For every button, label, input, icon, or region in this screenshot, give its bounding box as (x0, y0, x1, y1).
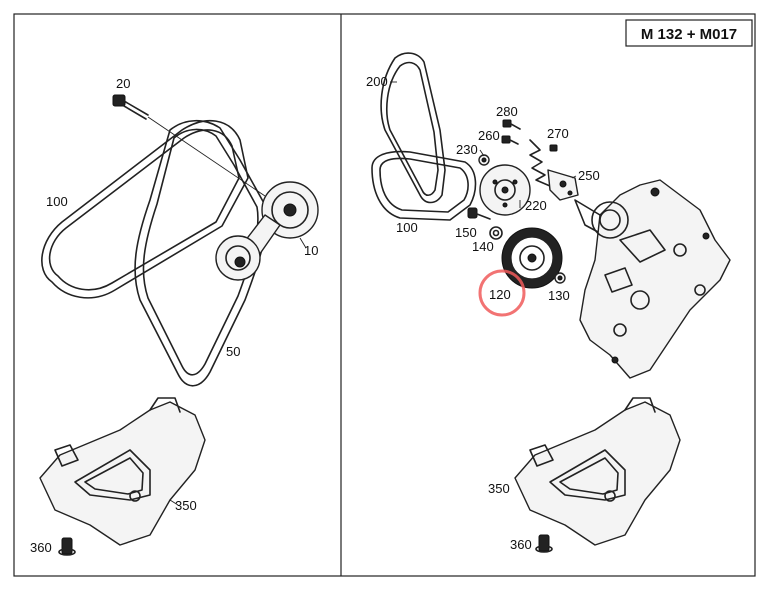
diagram-frame (13, 13, 756, 577)
callout-230: 230 (456, 142, 478, 157)
bolt-260-icon (501, 135, 519, 145)
nut-230-icon (478, 154, 490, 166)
belt-200-icon (380, 52, 446, 204)
callout-100-right: 100 (396, 220, 418, 235)
callout-360-right: 360 (510, 537, 532, 552)
belt-50-icon (134, 119, 268, 387)
model-label: M 132 + M017 (641, 26, 737, 43)
callout-140: 140 (472, 239, 494, 254)
callout-360: 360 (30, 540, 52, 555)
bolt-280-icon (502, 119, 521, 130)
pulley-220-icon (479, 164, 531, 216)
callout-220: 220 (525, 198, 547, 213)
callout-20: 20 (116, 76, 130, 91)
right-assembly: 200 280 260 270 230 250 220 100 150 140 … (366, 52, 731, 553)
callout-260: 260 (478, 128, 500, 143)
highlight-circle-120 (478, 269, 526, 317)
nut-130-icon (554, 272, 566, 284)
callout-130: 130 (548, 288, 570, 303)
bolt-150-icon (467, 207, 491, 220)
bolt-20-icon (112, 94, 149, 120)
spring-270-icon (529, 139, 579, 201)
callout-250: 250 (578, 168, 600, 183)
belt-100-icon (41, 119, 249, 299)
clip-360-icon (58, 537, 76, 556)
belt-100-right-icon (371, 150, 477, 221)
tensioner-10-icon (215, 181, 319, 281)
washer-140-icon (489, 226, 503, 240)
pulley-120-icon (501, 227, 563, 289)
cover-350-right-icon (514, 397, 681, 546)
callout-150: 150 (455, 225, 477, 240)
callout-200: 200 (366, 74, 388, 89)
callout-50: 50 (226, 344, 240, 359)
clip-360-right-icon (535, 534, 553, 553)
callout-350-right: 350 (488, 481, 510, 496)
engine-cover-icon (574, 179, 731, 379)
callout-120: 120 (489, 287, 511, 302)
callout-350: 350 (175, 498, 197, 513)
left-assembly: 20 100 10 50 350 360 (30, 76, 319, 556)
callout-100: 100 (46, 194, 68, 209)
callout-10: 10 (304, 243, 318, 258)
callout-270: 270 (547, 126, 569, 141)
cover-350-icon (39, 397, 206, 546)
callout-280: 280 (496, 104, 518, 119)
model-label-box (625, 19, 753, 47)
